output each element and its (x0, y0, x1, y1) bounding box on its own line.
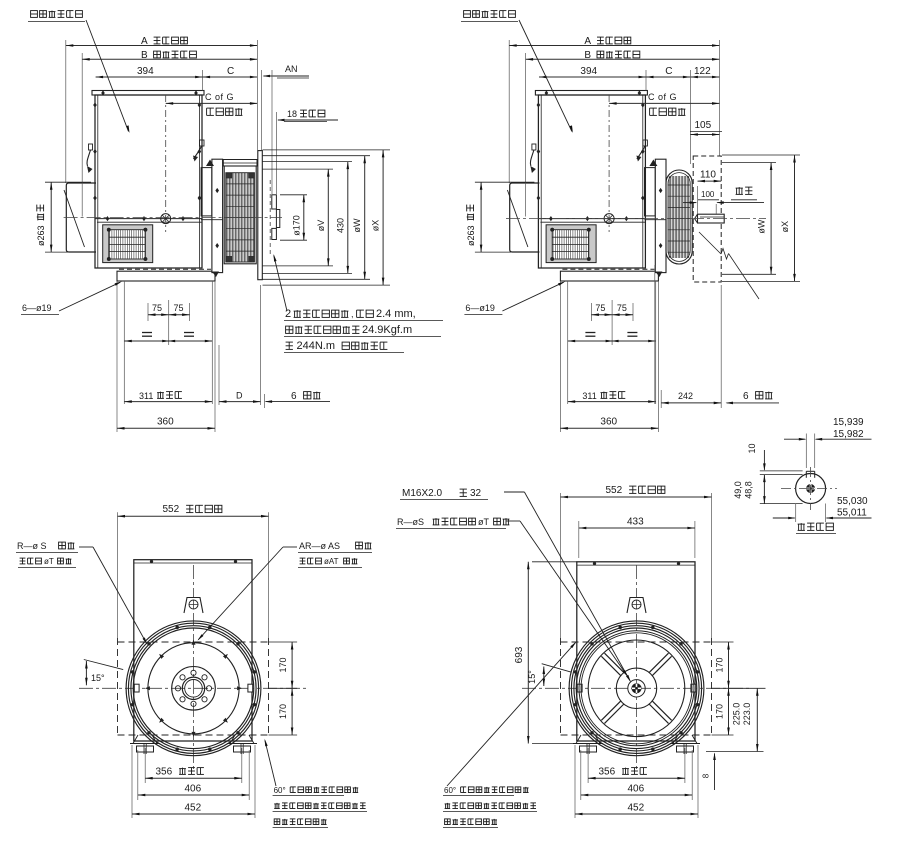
svg-text:AN: AN (285, 64, 298, 74)
svg-text:122: 122 (694, 66, 711, 77)
svg-text:øAT: øAT (324, 557, 339, 566)
svg-text:75: 75 (174, 303, 184, 313)
svg-text:18: 18 (287, 109, 297, 119)
svg-text:øX: øX (780, 221, 790, 233)
svg-text:,: , (351, 309, 354, 319)
svg-text:24.9Kgf.m: 24.9Kgf.m (362, 324, 412, 336)
svg-text:110: 110 (700, 170, 716, 181)
svg-text:452: 452 (185, 803, 202, 814)
svg-text:ø263: ø263 (36, 225, 46, 246)
svg-text:105: 105 (695, 120, 712, 131)
svg-text:360: 360 (600, 417, 617, 428)
svg-text:223.0: 223.0 (742, 703, 752, 726)
svg-text:311: 311 (139, 391, 153, 401)
svg-text:B: B (584, 50, 591, 61)
svg-text:693: 693 (514, 646, 525, 663)
svg-text:394: 394 (137, 66, 154, 77)
svg-text:49,0: 49,0 (733, 481, 743, 499)
svg-text:15,982: 15,982 (833, 429, 864, 440)
svg-text:2: 2 (285, 308, 291, 320)
svg-text:2.4 mm,: 2.4 mm, (376, 308, 416, 320)
svg-text:433: 433 (627, 517, 644, 528)
svg-text:A: A (584, 36, 591, 47)
svg-text:394: 394 (580, 66, 597, 77)
svg-text:75: 75 (617, 303, 627, 313)
svg-text:356: 356 (156, 767, 173, 778)
svg-text:170: 170 (715, 704, 725, 719)
svg-text:6: 6 (291, 391, 297, 402)
svg-text:170: 170 (715, 657, 725, 672)
svg-text:552: 552 (606, 485, 623, 496)
svg-text:356: 356 (599, 767, 616, 778)
svg-text:M16X2.0: M16X2.0 (402, 488, 442, 499)
svg-text:øV: øV (316, 220, 326, 232)
svg-text:øX: øX (371, 220, 381, 232)
svg-text:100: 100 (701, 190, 715, 199)
svg-text:552: 552 (163, 504, 180, 515)
svg-text:406: 406 (628, 784, 645, 795)
svg-text:360: 360 (157, 417, 174, 428)
svg-text:244N.m: 244N.m (297, 340, 336, 352)
svg-text:75: 75 (595, 303, 605, 313)
svg-text:C of G: C of G (648, 92, 677, 102)
svg-text:6—ø19: 6—ø19 (465, 303, 495, 313)
svg-text:452: 452 (628, 803, 645, 814)
svg-text:55,030: 55,030 (837, 496, 868, 507)
svg-text:55,011: 55,011 (837, 508, 867, 519)
svg-text:AR—ø AS: AR—ø AS (299, 541, 340, 551)
svg-text:øW: øW (352, 218, 362, 232)
svg-text:170: 170 (278, 657, 288, 672)
svg-text:6—ø19: 6—ø19 (22, 303, 52, 313)
svg-text:48,8: 48,8 (744, 481, 754, 499)
svg-text:C of G: C of G (205, 92, 234, 102)
svg-text:15°: 15° (91, 673, 105, 683)
svg-text:C: C (227, 66, 234, 77)
svg-text:170: 170 (278, 704, 288, 719)
svg-text:6: 6 (743, 391, 749, 402)
svg-text:242: 242 (678, 391, 693, 401)
svg-text:15,939: 15,939 (833, 417, 864, 428)
svg-text:R—ø S: R—ø S (17, 541, 47, 551)
svg-text:311: 311 (582, 391, 596, 401)
svg-text:225.0: 225.0 (732, 703, 742, 726)
svg-text:32: 32 (470, 488, 482, 499)
svg-text:60°: 60° (274, 786, 286, 795)
svg-text:430: 430 (335, 218, 345, 233)
svg-text:15°: 15° (527, 670, 537, 684)
svg-text:øT: øT (478, 517, 489, 527)
svg-text:10: 10 (747, 443, 757, 453)
svg-text:60°: 60° (444, 786, 456, 795)
svg-text:B: B (141, 50, 148, 61)
svg-text:D: D (236, 391, 243, 401)
svg-text:ø263: ø263 (466, 225, 476, 246)
svg-text:C: C (665, 66, 672, 77)
svg-text:ø170: ø170 (291, 215, 301, 236)
svg-text:øT: øT (44, 557, 54, 566)
svg-text:406: 406 (185, 784, 202, 795)
svg-text:8: 8 (702, 773, 711, 778)
svg-text:A: A (141, 36, 148, 47)
svg-text:R—øS: R—øS (397, 517, 424, 527)
svg-text:øW: øW (757, 219, 767, 233)
svg-text:75: 75 (152, 303, 162, 313)
